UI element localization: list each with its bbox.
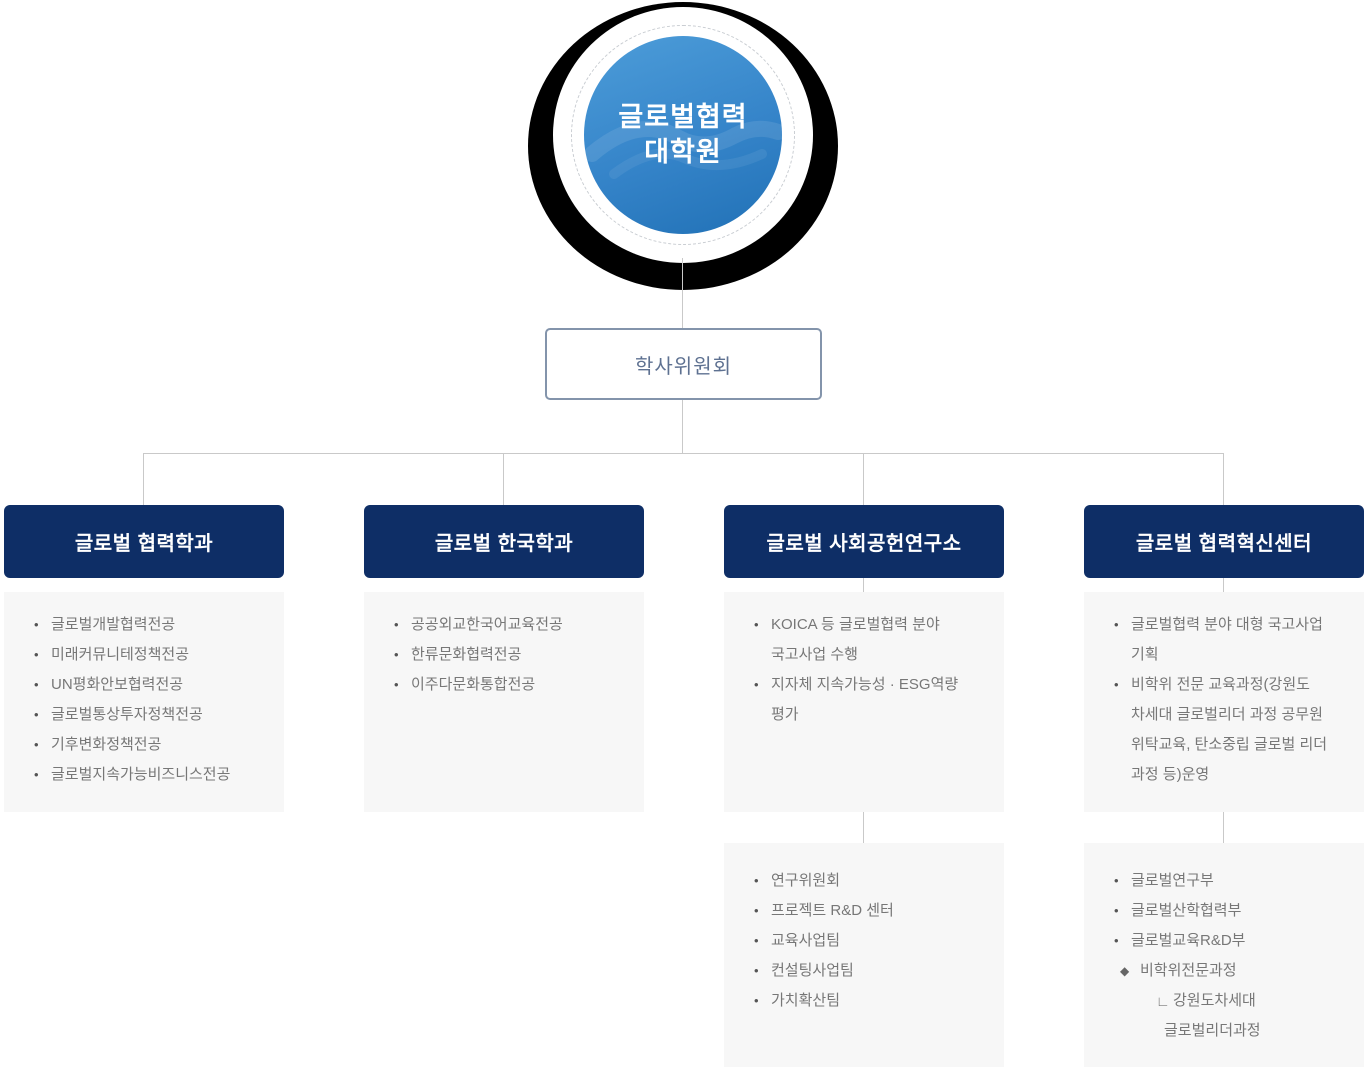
connector-dept3-header-body (863, 578, 864, 592)
connector-drop-dept3 (863, 453, 864, 505)
list-item: •UN평화안보협력전공 (34, 670, 260, 700)
dept-header: 글로벌 협력혁신센터 (1084, 505, 1364, 578)
connector-committee-to-branch (682, 400, 683, 453)
dept-title: 글로벌 한국학과 (434, 533, 574, 555)
root-node-title: 글로벌협력 대학원 (618, 102, 748, 167)
bullet-dot-icon: • (754, 873, 759, 888)
bullet-dot-icon: • (34, 677, 39, 692)
bullet-dot-icon: • (394, 617, 399, 632)
dept-body-box: •공공외교한국어교육전공 •한류문화협력전공 •이주다문화통합전공 (364, 592, 644, 812)
bullet-dot-icon: • (754, 963, 759, 978)
dept-title: 글로벌 협력혁신센터 (1135, 533, 1313, 555)
dept-body-box: •글로벌협력 분야 대형 국고사업 기획 •비학위 전문 교육과정(강원도 차세… (1084, 592, 1364, 812)
dept-title: 글로벌 사회공헌연구소 (766, 533, 962, 555)
list-item: ∟강원도차세대 (1156, 986, 1340, 1016)
list-item: •글로벌교육R&D부 (1114, 926, 1340, 956)
dept-title: 글로벌 협력학과 (74, 533, 214, 555)
bullet-dot-icon: • (34, 707, 39, 722)
committee-box: 학사위원회 (545, 328, 822, 400)
dept-header: 글로벌 한국학과 (364, 505, 644, 578)
connector-root-to-committee (682, 258, 683, 328)
bullet-dot-icon: • (1114, 873, 1119, 888)
bullet-dot-icon: • (34, 617, 39, 632)
list-item: •공공외교한국어교육전공 (394, 610, 620, 640)
list-item: •교육사업팀 (754, 926, 980, 956)
list-item: •기후변화정책전공 (34, 730, 260, 760)
connector-drop-dept4 (1223, 453, 1224, 505)
list-item: 글로벌리더과정 (1164, 1022, 1261, 1039)
emblem-dashed-ring (571, 25, 795, 245)
list-item: •프로젝트 R&D 센터 (754, 896, 980, 926)
list-item: •KOICA 등 글로벌협력 분야 국고사업 수행 (754, 610, 980, 670)
bullet-diamond-icon: ◆ (1120, 964, 1130, 978)
root-node: 글로벌협력 대학원 (584, 36, 782, 234)
list-item: •미래커뮤니테정책전공 (34, 640, 260, 670)
dept-header: 글로벌 사회공헌연구소 (724, 505, 1004, 578)
dept-header: 글로벌 협력학과 (4, 505, 284, 578)
bullet-dot-icon: • (34, 767, 39, 782)
bullet-dot-icon: • (394, 647, 399, 662)
dept-body-box: •KOICA 등 글로벌협력 분야 국고사업 수행 •지자체 지속가능성 · E… (724, 592, 1004, 812)
dept-sub-box: •연구위원회 •프로젝트 R&D 센터 •교육사업팀 •컨설팅사업팀 •가치확산… (724, 843, 1004, 1067)
dept-sub-box: •글로벌연구부 •글로벌산학협력부 •글로벌교육R&D부 ◆비학위전문과정 ∟강… (1084, 843, 1364, 1067)
bullet-dot-icon: • (754, 677, 759, 692)
connector-dept4-box1-box2 (1223, 812, 1224, 843)
bullet-dot-icon: • (394, 677, 399, 692)
list-item: •한류문화협력전공 (394, 640, 620, 670)
list-item: •글로벌산학협력부 (1114, 896, 1340, 926)
connector-dept4-header-body (1223, 578, 1224, 592)
list-item: •글로벌연구부 (1114, 866, 1340, 896)
bullet-dot-icon: • (754, 617, 759, 632)
list-item: •가치확산팀 (754, 986, 980, 1016)
list-item: •비학위 전문 교육과정(강원도 차세대 글로벌리더 과정 공무원 위탁교육, … (1114, 670, 1340, 790)
list-item: •연구위원회 (754, 866, 980, 896)
bullet-dot-icon: • (34, 737, 39, 752)
list-item: •글로벌통상투자정책전공 (34, 700, 260, 730)
bullet-dot-icon: • (1114, 903, 1119, 918)
bullet-dot-icon: • (34, 647, 39, 662)
dept-body-box: •글로벌개발협력전공 •미래커뮤니테정책전공 •UN평화안보협력전공 •글로벌통… (4, 592, 284, 812)
list-item: •이주다문화통합전공 (394, 670, 620, 700)
connector-drop-dept1 (143, 453, 144, 505)
connector-dept3-box1-box2 (863, 812, 864, 843)
connector-branch-horizontal (143, 453, 1224, 454)
bullet-dot-icon: • (754, 903, 759, 918)
list-item: •글로벌개발협력전공 (34, 610, 260, 640)
bullet-dot-icon: • (1114, 677, 1119, 692)
connector-drop-dept2 (503, 453, 504, 505)
list-item: •지자체 지속가능성 · ESG역량 평가 (754, 670, 980, 730)
wing-swoosh-icon (584, 120, 782, 179)
committee-label: 학사위원회 (635, 355, 732, 378)
bullet-dot-icon: • (754, 933, 759, 948)
bullet-dot-icon: • (1114, 617, 1119, 632)
corner-branch-icon: ∟ (1156, 993, 1170, 1009)
list-item: •컨설팅사업팀 (754, 956, 980, 986)
list-item: ◆비학위전문과정 (1120, 956, 1340, 986)
bullet-dot-icon: • (1114, 933, 1119, 948)
list-item: •글로벌협력 분야 대형 국고사업 기획 (1114, 610, 1340, 670)
list-item: •글로벌지속가능비즈니스전공 (34, 760, 260, 790)
bullet-dot-icon: • (754, 993, 759, 1008)
